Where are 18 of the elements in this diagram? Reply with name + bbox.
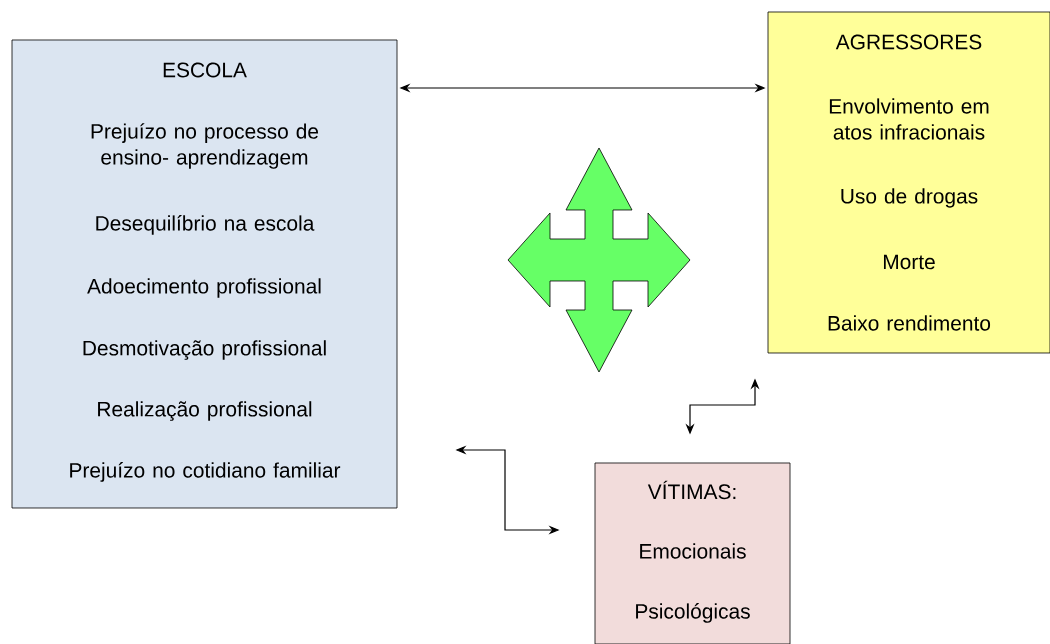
list-item: Prejuízo no processo de ensino- aprendizagem [91, 123, 319, 169]
text-box [11, 39, 398, 509]
list-item: Baixo rendimento [828, 315, 991, 331]
box-heading: VÍTIMAS: [647, 480, 736, 500]
list-item: Prejuízo no cotidiano familiar [70, 462, 341, 482]
text-box [767, 11, 1050, 354]
list-item: Psicológicas [636, 603, 750, 623]
box-heading: ESCOLA [163, 62, 247, 78]
list-item: Adoecimento profissional [87, 278, 321, 298]
list-item: Emocionais [640, 543, 746, 559]
list-item: Morte [884, 254, 935, 270]
box-heading: AGRESSORES [835, 34, 982, 50]
list-item: Realização profissional [98, 401, 312, 421]
list-item: Desmotivação profissional [83, 340, 326, 360]
list-item: Desequilíbrio na escola [96, 215, 315, 235]
list-item: Envolvimento em atos infracionais [829, 98, 989, 140]
list-item: Uso de drogas [841, 188, 978, 208]
text-box [594, 462, 791, 644]
